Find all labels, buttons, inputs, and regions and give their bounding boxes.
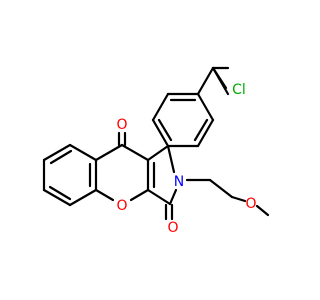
lactam-bond <box>164 203 174 221</box>
chlorophenyl-ring <box>151 66 230 148</box>
chloro-bond <box>211 66 228 90</box>
atom-oxygen-ring: O <box>116 198 127 214</box>
molecule-canvas: Cl O O O N O <box>42 66 270 236</box>
atom-oxygen-ether: O <box>245 196 256 212</box>
benzo-ring <box>42 143 98 207</box>
atom-oxygen-ketone: O <box>116 117 127 133</box>
ketone-bond <box>117 131 127 147</box>
molecule-structure: Cl O O O N O <box>42 66 270 236</box>
atom-oxygen-lactam: O <box>167 220 178 236</box>
pyranone-ring <box>94 143 156 202</box>
atom-chlorine: Cl <box>232 82 246 98</box>
atom-nitrogen: N <box>174 174 184 190</box>
methoxyethyl-chain <box>185 178 270 217</box>
pyrrolidinone-ring <box>146 144 178 206</box>
